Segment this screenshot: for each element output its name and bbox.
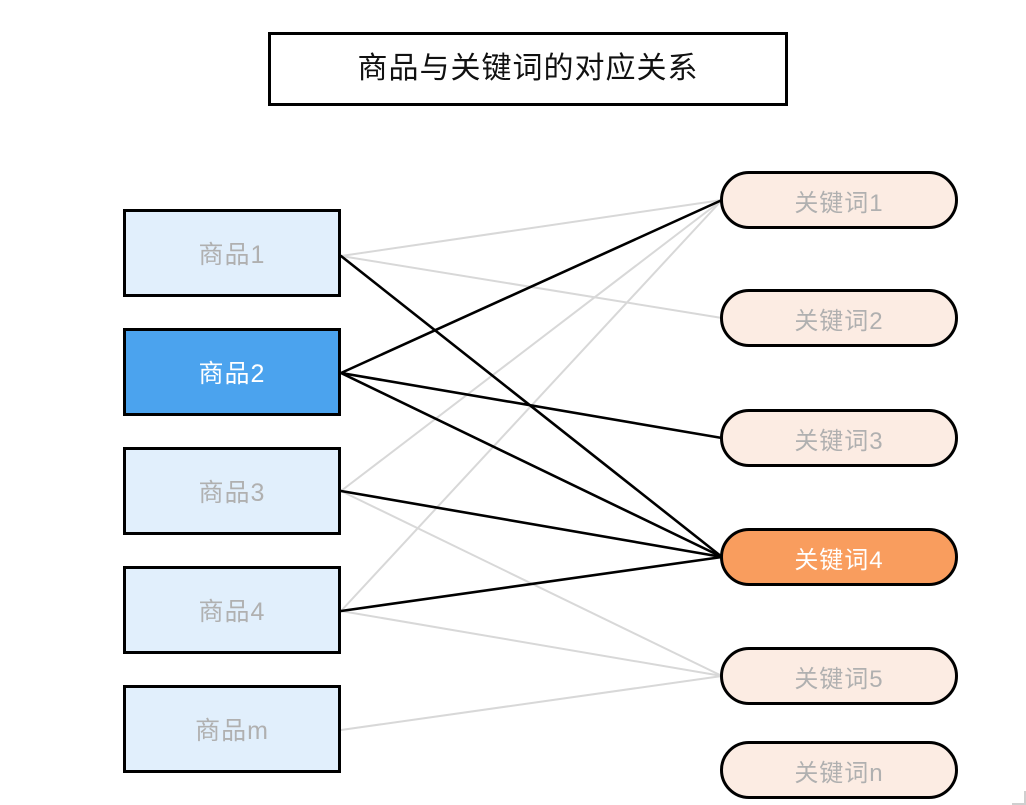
product-node-label: 商品4 bbox=[198, 598, 266, 626]
product-node-p2[interactable]: 商品2 bbox=[123, 328, 341, 416]
edge-p1-k2 bbox=[340, 255, 723, 319]
edge-p4-k1 bbox=[340, 199, 723, 612]
product-node-label: 商品m bbox=[195, 717, 269, 745]
keyword-node-label: 关键词3 bbox=[794, 427, 884, 455]
product-node-p1[interactable]: 商品1 bbox=[123, 209, 341, 297]
page-title: 商品与关键词的对应关系 bbox=[357, 52, 699, 85]
edge-p1-k1 bbox=[340, 199, 723, 257]
edge-p4-k5 bbox=[340, 610, 723, 677]
keyword-node-k3[interactable]: 关键词3 bbox=[720, 409, 958, 467]
edge-p2-k4 bbox=[339, 371, 724, 559]
keyword-node-label: 关键词4 bbox=[794, 546, 884, 574]
product-node-label: 商品2 bbox=[198, 360, 266, 388]
product-node-p4[interactable]: 商品4 bbox=[123, 566, 341, 654]
edge-p4-k4 bbox=[339, 555, 724, 613]
product-node-label: 商品3 bbox=[198, 479, 266, 507]
keyword-node-label: 关键词2 bbox=[794, 307, 884, 335]
edge-pm-k5 bbox=[340, 675, 723, 731]
edge-p2-k1 bbox=[339, 198, 724, 375]
edge-p3-k1 bbox=[340, 199, 723, 492]
diagram-title-box: 商品与关键词的对应关系 bbox=[268, 32, 788, 106]
keyword-node-label: 关键词n bbox=[794, 759, 884, 787]
keyword-node-k2[interactable]: 关键词2 bbox=[720, 289, 958, 347]
edge-p3-k5 bbox=[340, 490, 723, 677]
keyword-node-label: 关键词1 bbox=[794, 189, 884, 217]
product-node-pm[interactable]: 商品m bbox=[123, 685, 341, 773]
edge-p3-k4 bbox=[339, 489, 724, 559]
product-node-p3[interactable]: 商品3 bbox=[123, 447, 341, 535]
edge-p2-k3 bbox=[339, 371, 724, 440]
keyword-node-k4[interactable]: 关键词4 bbox=[720, 528, 958, 586]
keyword-node-k1[interactable]: 关键词1 bbox=[720, 171, 958, 229]
corner-mark bbox=[1012, 791, 1026, 805]
keyword-node-kn[interactable]: 关键词n bbox=[720, 741, 958, 799]
keyword-node-k5[interactable]: 关键词5 bbox=[720, 647, 958, 705]
product-node-label: 商品1 bbox=[198, 241, 266, 269]
edge-p1-k4 bbox=[339, 254, 724, 559]
keyword-node-label: 关键词5 bbox=[794, 665, 884, 693]
